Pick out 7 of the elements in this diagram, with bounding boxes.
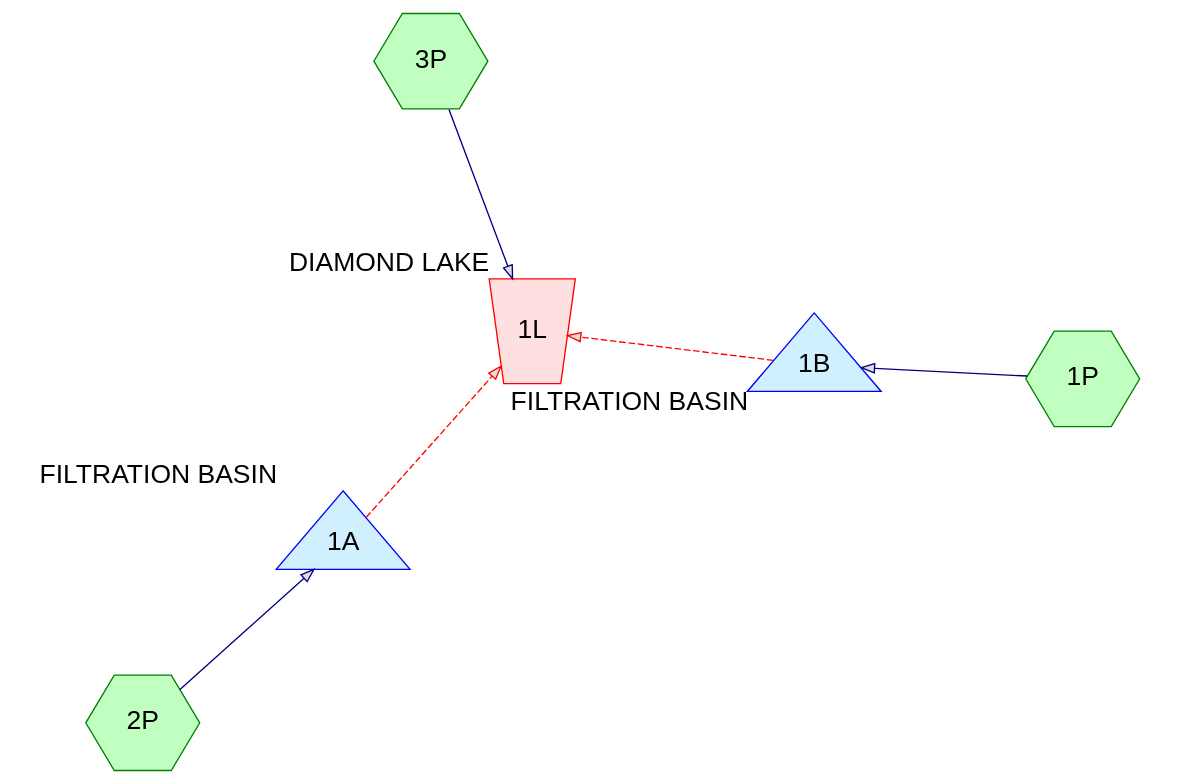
arrow bbox=[859, 362, 1028, 377]
arrow bbox=[365, 364, 503, 518]
node-label: FILTRATION BASIN bbox=[39, 458, 278, 489]
node-label: DIAMOND LAKE bbox=[288, 246, 490, 277]
arrow bbox=[565, 331, 774, 361]
arrow bbox=[179, 568, 316, 691]
arrow bbox=[448, 108, 514, 281]
